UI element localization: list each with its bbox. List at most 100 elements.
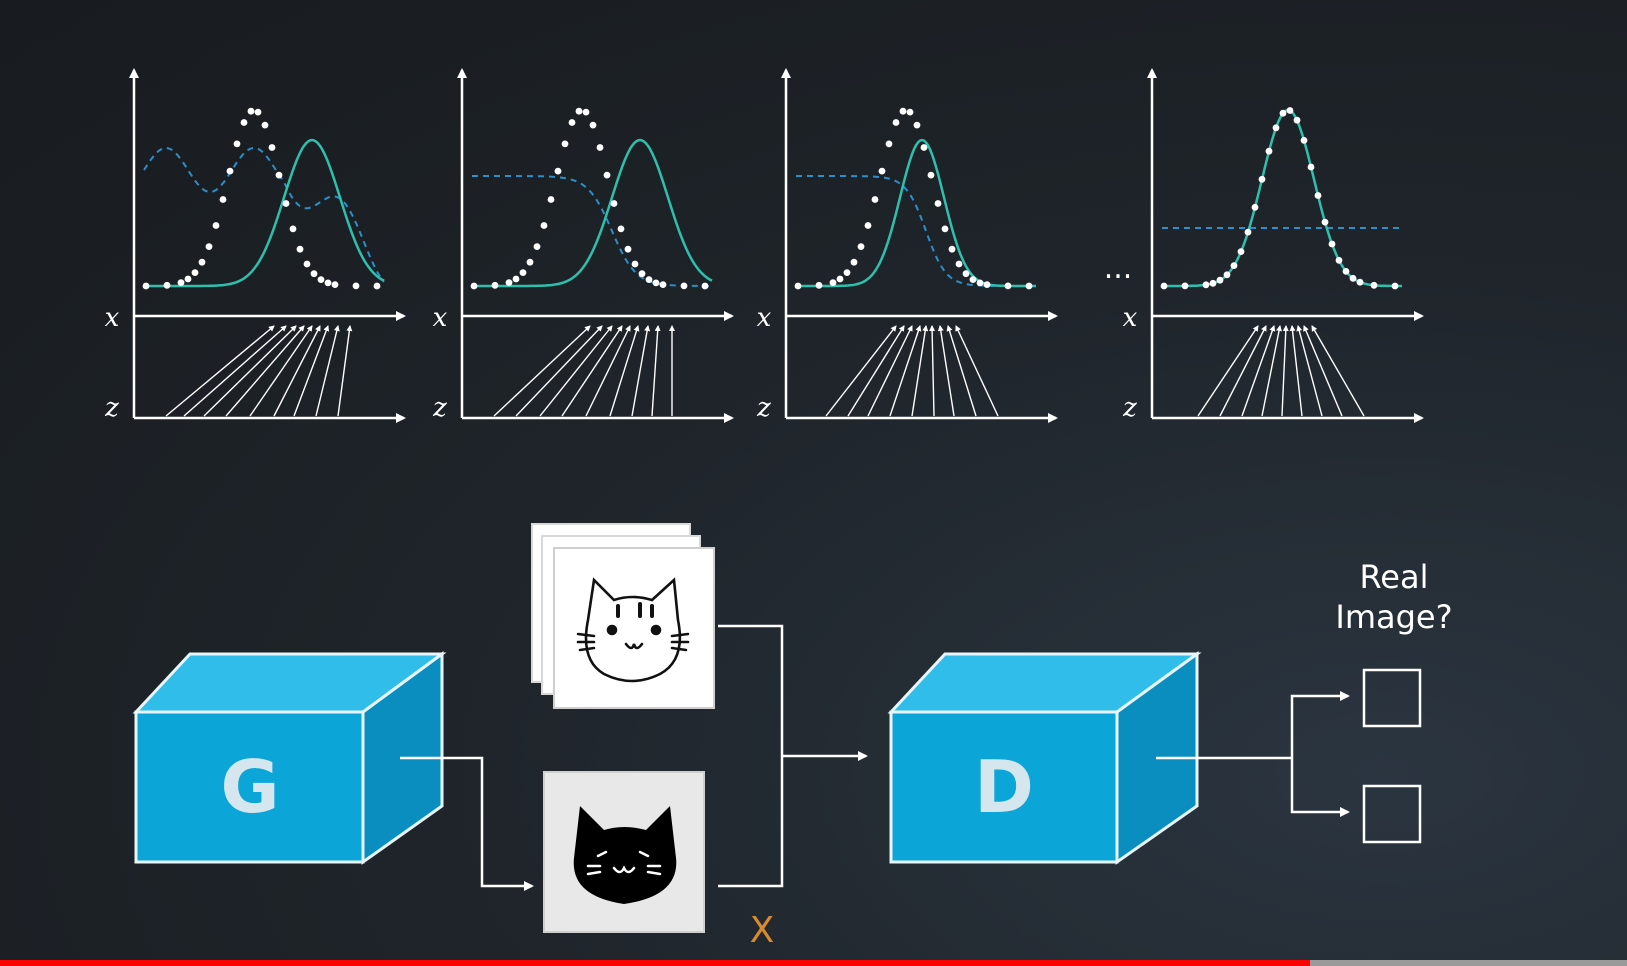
data-distribution-dot bbox=[652, 279, 660, 287]
data-distribution-dot bbox=[680, 282, 688, 290]
data-distribution-dot bbox=[892, 119, 900, 126]
z-axis-label: z bbox=[756, 393, 771, 423]
data-distribution-dot bbox=[1391, 282, 1399, 290]
data-distribution-dot bbox=[1237, 248, 1245, 256]
data-distribution-dot bbox=[864, 222, 872, 229]
mapping-arrow bbox=[1289, 325, 1303, 417]
generator-distribution-curve bbox=[144, 138, 385, 288]
x-axis-label: x bbox=[433, 303, 448, 333]
real-image-label-line1: Real bbox=[1360, 558, 1429, 596]
mapping-arrow bbox=[493, 325, 591, 417]
data-distribution-dot bbox=[1244, 228, 1252, 236]
real-to-merge-line bbox=[718, 624, 784, 888]
data-distribution-dot bbox=[1321, 218, 1329, 226]
data-distribution-dot bbox=[631, 260, 639, 268]
data-distribution-dot bbox=[568, 119, 576, 126]
data-distribution-dot bbox=[1202, 281, 1210, 289]
data-distribution-dot bbox=[519, 269, 527, 276]
mapping-arrow bbox=[1261, 325, 1282, 417]
mapping-arrow bbox=[337, 325, 353, 417]
mapping-arrow bbox=[183, 325, 287, 417]
data-distribution-dot bbox=[920, 144, 928, 151]
data-distribution-dot bbox=[212, 222, 220, 229]
x-axis-label: x bbox=[757, 303, 772, 333]
data-distribution-dot bbox=[163, 281, 171, 289]
data-distribution-dot bbox=[1160, 282, 1168, 290]
z-axis-label: z bbox=[1122, 393, 1137, 423]
data-distribution-dot bbox=[1300, 137, 1308, 144]
real-images-stack bbox=[531, 523, 715, 709]
ellipsis-label: ... bbox=[1104, 251, 1133, 286]
x-marker-label: X bbox=[750, 910, 775, 951]
data-distribution-dot bbox=[1370, 281, 1378, 289]
data-distribution-dot bbox=[941, 225, 949, 233]
d-output-bottom-arrow bbox=[1290, 758, 1350, 817]
data-distribution-dot bbox=[962, 270, 970, 278]
data-distribution-dot bbox=[561, 140, 569, 148]
discriminator-curve bbox=[143, 146, 385, 283]
g-to-generated-arrow bbox=[400, 756, 534, 891]
discriminator-box: D bbox=[887, 651, 1202, 865]
mapping-arrow bbox=[515, 325, 603, 417]
generator-distribution-curve bbox=[472, 138, 713, 288]
data-distribution-dot bbox=[1181, 282, 1189, 290]
video-progress-bar[interactable] bbox=[0, 960, 1627, 966]
mapping-arrow bbox=[825, 325, 897, 417]
data-distribution-dot bbox=[582, 108, 590, 116]
data-distribution-dot bbox=[1328, 240, 1336, 248]
mapping-arrow bbox=[867, 325, 913, 417]
data-distribution-dot bbox=[331, 281, 339, 288]
data-distribution-dot bbox=[850, 258, 858, 266]
data-distribution-dot bbox=[219, 196, 227, 203]
data-distribution-dot bbox=[1335, 256, 1343, 264]
mapping-arrow bbox=[651, 325, 661, 417]
x-axis-label: x bbox=[105, 303, 120, 333]
data-distribution-dot bbox=[373, 282, 381, 290]
distribution-panel-2: xz bbox=[432, 68, 734, 423]
data-distribution-dot bbox=[554, 167, 562, 175]
data-distribution-dot bbox=[1258, 175, 1266, 183]
data-distribution-dot bbox=[1349, 274, 1357, 282]
generated-image bbox=[543, 771, 705, 933]
mapping-arrow bbox=[929, 325, 936, 417]
data-distribution-dot bbox=[505, 279, 513, 286]
data-distribution-dot bbox=[470, 282, 478, 290]
data-distribution-dot bbox=[317, 276, 325, 283]
data-distribution-dot bbox=[226, 167, 234, 175]
mapping-arrow bbox=[315, 325, 340, 417]
data-distribution-dot bbox=[1307, 163, 1315, 171]
data-distribution-dot bbox=[1286, 107, 1294, 114]
data-distribution-dot bbox=[948, 245, 956, 253]
mapping-arrow bbox=[249, 325, 313, 417]
data-distribution-dot bbox=[205, 243, 213, 251]
mapping-arrow bbox=[847, 325, 905, 417]
discriminator-curve bbox=[472, 175, 712, 287]
data-distribution-dot bbox=[233, 140, 241, 148]
data-distribution-dot bbox=[871, 196, 879, 203]
mapping-arrow bbox=[955, 325, 999, 417]
data-distribution-dot bbox=[624, 245, 632, 253]
x-axis-label: x bbox=[1123, 303, 1138, 333]
data-distribution-dot bbox=[198, 258, 206, 266]
discriminator-curve bbox=[796, 175, 1036, 287]
mapping-arrow bbox=[889, 325, 922, 417]
mapping-arrow bbox=[609, 325, 640, 417]
generator-label: G bbox=[220, 745, 279, 829]
data-distribution-dot bbox=[303, 260, 311, 268]
data-distribution-dot bbox=[1342, 268, 1350, 275]
data-distribution-dot bbox=[533, 243, 541, 251]
data-distribution-dot bbox=[261, 121, 269, 129]
data-distribution-dot bbox=[1356, 278, 1364, 286]
data-distribution-dot bbox=[899, 107, 907, 115]
data-distribution-dot bbox=[1004, 282, 1012, 290]
data-distribution-dot bbox=[324, 279, 332, 287]
data-distribution-dot bbox=[1314, 192, 1322, 199]
data-distribution-dot bbox=[282, 200, 290, 207]
data-distribution-dot bbox=[540, 222, 548, 229]
mapping-arrow bbox=[165, 325, 275, 417]
mapping-arrow bbox=[631, 325, 651, 417]
mapping-arrow bbox=[1303, 325, 1343, 417]
distribution-panel-1: xz bbox=[104, 68, 406, 423]
